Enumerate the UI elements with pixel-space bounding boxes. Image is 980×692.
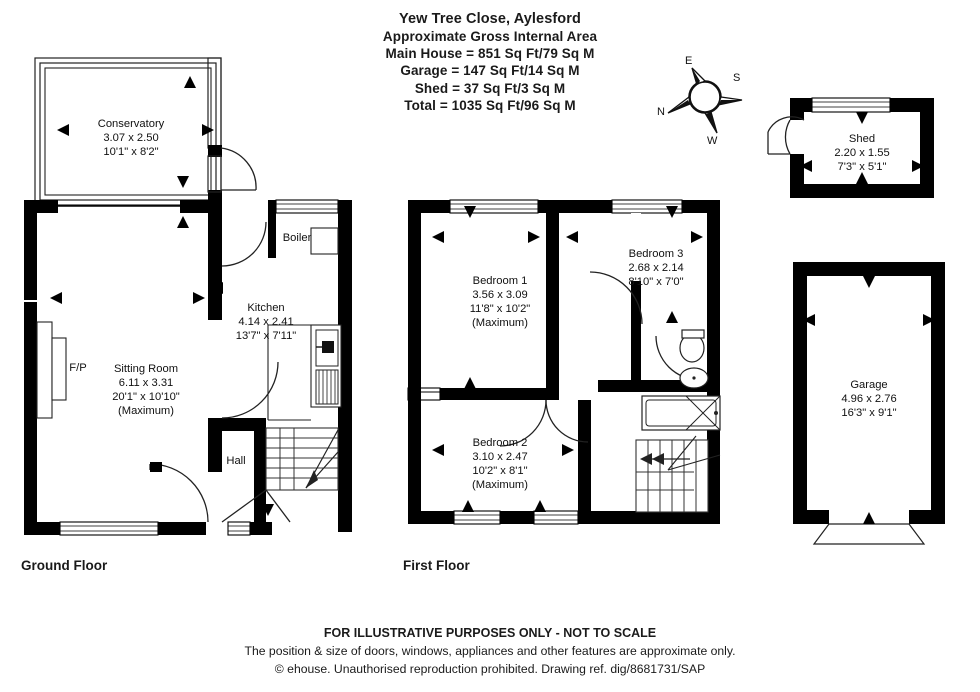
compass-rose: E S N W <box>657 55 743 147</box>
first-floor-walls <box>407 199 720 525</box>
footer-approximate-note: The position & size of doors, windows, a… <box>244 644 736 658</box>
conservatory-name: Conservatory <box>98 118 165 130</box>
garage-imperial: 16'3" x 9'1" <box>841 407 896 419</box>
sitting-room-metric: 6.11 x 3.31 <box>119 377 174 389</box>
garage-plan: Garage 4.96 x 2.76 16'3" x 9'1" <box>793 262 945 545</box>
ground-floor-plan: Conservatory 3.07 x 2.50 10'1" x 8'2" Si… <box>24 57 352 536</box>
first-floor-label: First Floor <box>403 558 470 573</box>
bedroom1-door <box>499 399 547 447</box>
garage-metric: 4.96 x 2.76 <box>841 393 896 405</box>
bedroom2-name: Bedroom 2 <box>473 437 528 449</box>
fireplace-label: F/P <box>69 362 86 374</box>
kitchen-metric: 4.14 x 2.41 <box>238 316 293 328</box>
conservatory-imperial: 10'1" x 8'2" <box>103 146 158 158</box>
dimension-markers-ground <box>50 76 274 516</box>
footer-copyright: © ehouse. Unauthorised reproduction proh… <box>274 662 706 676</box>
ground-floor-label: Ground Floor <box>21 558 108 573</box>
conservatory-label-group: Conservatory 3.07 x 2.50 10'1" x 8'2" <box>98 118 165 158</box>
bedroom3-label-group: Bedroom 3 2.68 x 2.14 8'10" x 7'0" <box>628 248 683 288</box>
ground-floor-walls <box>24 199 352 536</box>
shed-plan: Shed 2.20 x 1.55 7'3" x 5'1" <box>767 97 934 198</box>
bedroom2-note: (Maximum) <box>472 479 528 491</box>
bedroom2-imperial: 10'2" x 8'1" <box>472 465 527 477</box>
kitchen-door <box>221 221 267 267</box>
bedroom1-metric: 3.56 x 3.09 <box>472 289 527 301</box>
sitting-room-label-group: Sitting Room 6.11 x 3.31 20'1" x 10'10" … <box>112 363 180 417</box>
boiler-label: Boiler <box>283 232 312 244</box>
conservatory-metric: 3.07 x 2.50 <box>103 132 158 144</box>
bedroom1-label-group: Bedroom 1 3.56 x 3.09 11'8" x 10'2" (Max… <box>470 275 531 329</box>
footer-disclaimer: FOR ILLUSTRATIVE PURPOSES ONLY - NOT TO … <box>323 626 657 640</box>
compass-label-east: E <box>685 55 692 67</box>
sitting-room-name: Sitting Room <box>114 363 178 375</box>
bedroom3-door <box>589 271 643 325</box>
shed-name: Shed <box>849 133 875 145</box>
ground-floor-staircase <box>221 427 339 523</box>
shed-metric: 2.20 x 1.55 <box>834 147 889 159</box>
conservatory-structure <box>34 57 222 206</box>
fireplace <box>36 321 67 419</box>
bedroom1-imperial: 11'8" x 10'2" <box>470 303 531 315</box>
bedroom2-label-group: Bedroom 2 3.10 x 2.47 10'2" x 8'1" (Maxi… <box>472 437 528 491</box>
sitting-room-imperial: 20'1" x 10'10" <box>112 391 180 403</box>
dimension-markers-first <box>432 206 703 512</box>
bedroom3-name: Bedroom 3 <box>629 248 684 260</box>
bedroom1-note: (Maximum) <box>472 317 528 329</box>
footer-block: FOR ILLUSTRATIVE PURPOSES ONLY - NOT TO … <box>0 624 980 678</box>
kitchen-imperial: 13'7" x 7'11" <box>236 330 297 342</box>
bedroom3-metric: 2.68 x 2.14 <box>628 262 683 274</box>
hall-label: Hall <box>226 455 245 467</box>
sitting-room-door <box>221 361 279 419</box>
garage-name: Garage <box>850 379 887 391</box>
bedroom3-imperial: 8'10" x 7'0" <box>628 276 683 288</box>
bedroom2-metric: 3.10 x 2.47 <box>472 451 527 463</box>
compass-label-west: W <box>707 135 718 147</box>
conservatory-door <box>220 147 257 191</box>
bedroom2-door <box>545 399 589 443</box>
bedroom1-name: Bedroom 1 <box>473 275 528 287</box>
bathroom-fittings <box>641 329 721 431</box>
sitting-room-note: (Maximum) <box>118 405 174 417</box>
first-floor-staircase <box>635 435 721 513</box>
kitchen-name: Kitchen <box>247 302 284 314</box>
landing-door <box>596 400 634 438</box>
first-floor-plan: Bedroom 1 3.56 x 3.09 11'8" x 10'2" (Max… <box>407 199 721 525</box>
compass-label-north: N <box>657 106 665 118</box>
kitchen-label-group: Kitchen 4.14 x 2.41 13'7" x 7'11" <box>236 302 297 342</box>
kitchen-appliances <box>267 324 342 421</box>
hall-opening-jamb <box>150 462 162 472</box>
shed-imperial: 7'3" x 5'1" <box>838 161 887 173</box>
front-door <box>149 463 209 523</box>
compass-label-south: S <box>733 72 740 84</box>
